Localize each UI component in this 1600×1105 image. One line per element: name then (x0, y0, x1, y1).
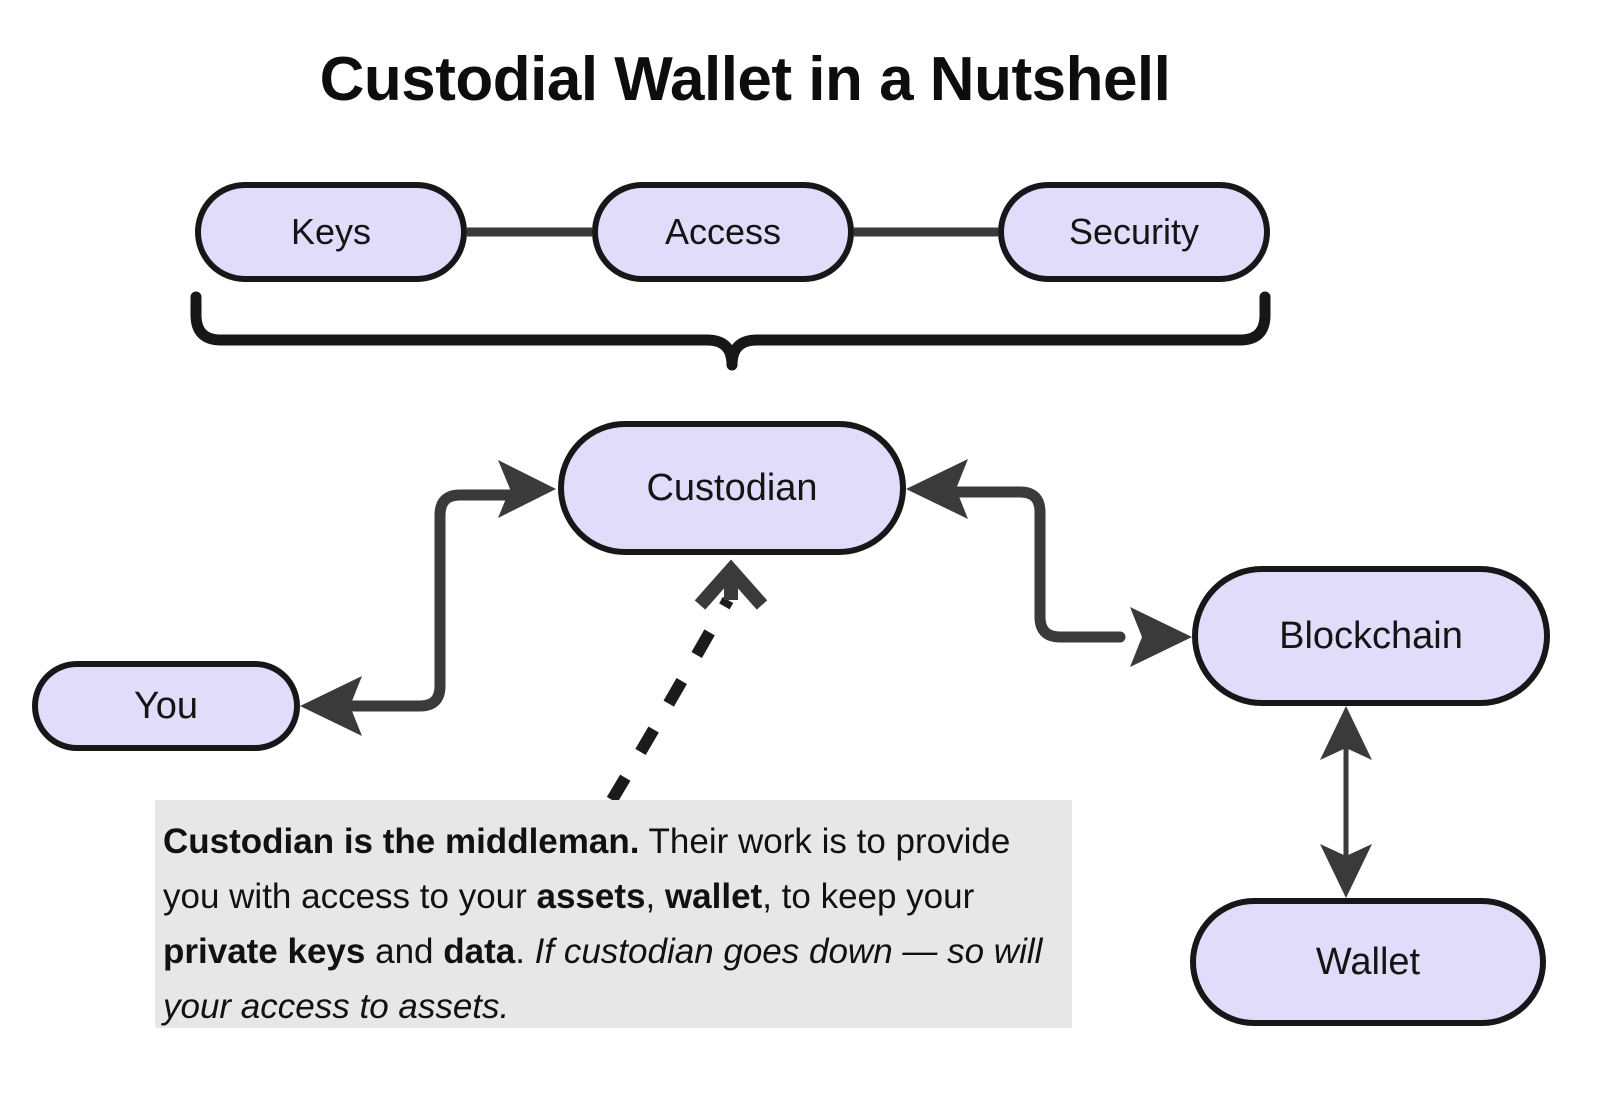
arrowhead-into-custodian-bottom (694, 559, 768, 610)
node-blockchain[interactable]: Blockchain (1192, 566, 1550, 706)
arrowhead-into-custodian-right (906, 459, 968, 519)
arrowhead-into-blockchain (1130, 607, 1192, 667)
node-wallet[interactable]: Wallet (1190, 898, 1546, 1026)
arrowhead-into-custodian-left (498, 460, 556, 518)
note-bold-data: data (443, 932, 516, 971)
note-sep-4: . (515, 932, 535, 971)
note-bold-private-keys: private keys (163, 932, 366, 971)
node-blockchain-label: Blockchain (1279, 615, 1463, 657)
note-sep-1: , (645, 877, 665, 916)
node-access-label: Access (664, 211, 782, 252)
node-you[interactable]: You (32, 661, 300, 751)
link-custodian-blockchain (942, 486, 1126, 643)
note-box: Custodian is the middleman. Their work i… (155, 800, 1072, 1028)
node-you-label: You (133, 685, 199, 727)
note-bold-assets: assets (536, 877, 646, 916)
note-lead: Custodian is the middleman. (163, 822, 640, 861)
link-you-custodian (344, 489, 522, 712)
arrowhead-into-blockchain-bottom (1320, 706, 1372, 760)
node-wallet-label: Wallet (1315, 941, 1421, 983)
node-keys-label: Keys (290, 211, 372, 252)
link-note-custodian-dashed (606, 597, 734, 804)
note-sep-3: and (365, 932, 444, 971)
note-body-1: Their work is to provide you with access… (163, 822, 1011, 916)
page-title: Custodial Wallet in a Nutshell (319, 45, 1171, 114)
node-security-label: Security (1068, 211, 1200, 252)
node-security[interactable]: Security (998, 182, 1270, 282)
note-bold-wallet: wallet (664, 877, 763, 916)
node-access[interactable]: Access (592, 182, 854, 282)
arrowhead-into-you (300, 676, 362, 736)
note-sep-2: , to keep your (762, 877, 975, 916)
note-italic-tail: If custodian goes down — so will your ac… (163, 932, 1043, 1026)
node-custodian-label: Custodian (646, 467, 818, 509)
link-brace-to-custodian (190, 291, 1271, 371)
node-custodian[interactable]: Custodian (558, 421, 906, 555)
node-keys[interactable]: Keys (195, 182, 467, 282)
arrowhead-into-wallet (1320, 844, 1372, 898)
